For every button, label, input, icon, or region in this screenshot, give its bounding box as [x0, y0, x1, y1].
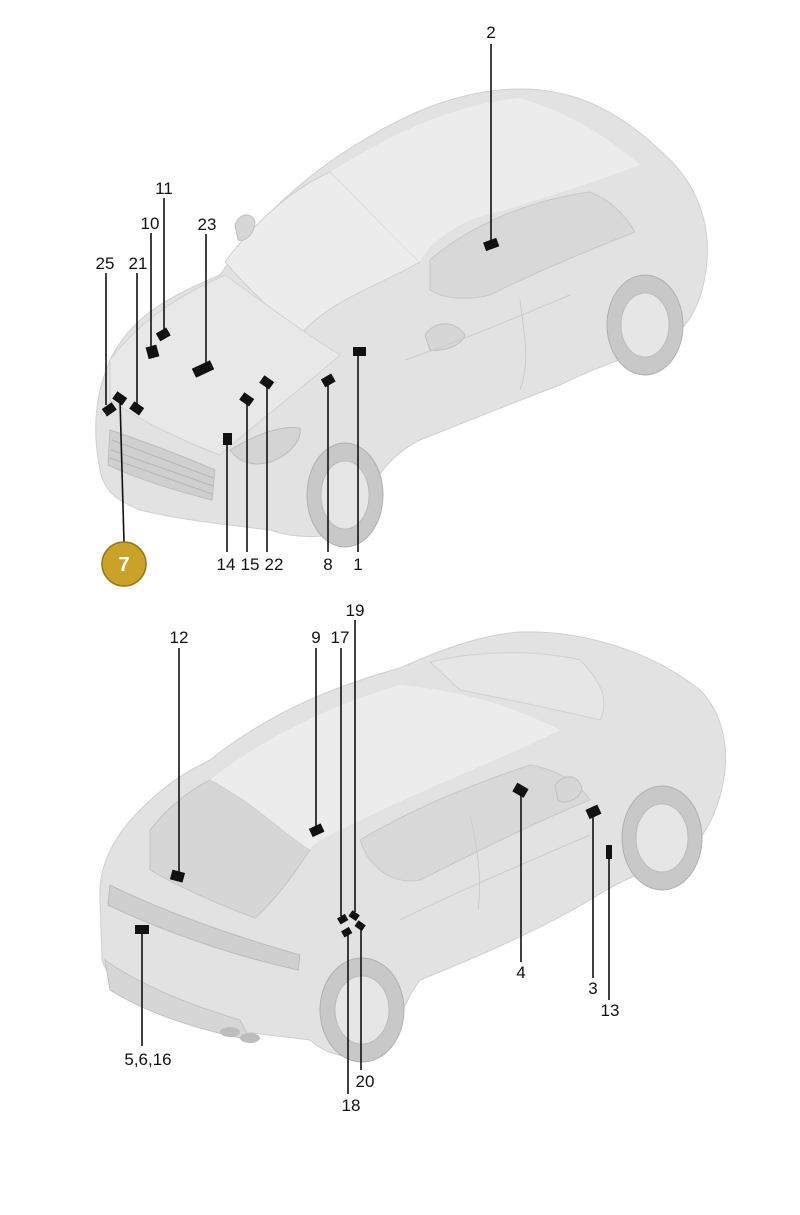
- marker-7: [112, 391, 128, 406]
- label-1: 1: [353, 555, 362, 574]
- label-15: 15: [241, 555, 260, 574]
- label-4: 4: [516, 963, 525, 982]
- label-25: 25: [96, 254, 115, 273]
- highlight-circle: [101, 541, 147, 587]
- marker-5-6-16: [135, 925, 149, 934]
- rear-taillight: [107, 884, 301, 971]
- rear-exhaust-left: [220, 1027, 240, 1037]
- marker-9: [308, 823, 325, 838]
- label-3: 3: [588, 979, 597, 998]
- marker-1: [353, 347, 366, 356]
- label-11: 11: [155, 179, 173, 198]
- label-8: 8: [323, 555, 332, 574]
- rear-side-window: [359, 764, 591, 882]
- label-21: 21: [129, 254, 148, 273]
- highlight-label: 7: [118, 554, 129, 576]
- front-roof: [330, 98, 640, 262]
- marker-2: [483, 237, 500, 252]
- marker-22: [259, 375, 275, 390]
- marker-21: [129, 401, 145, 416]
- front-markers: [101, 237, 500, 445]
- rear-mirror: [554, 776, 583, 803]
- marker-10: [145, 344, 160, 360]
- label-18: 18: [342, 1096, 361, 1115]
- marker-11: [155, 327, 171, 342]
- label-19: 19: [346, 601, 365, 620]
- front-wheel-rear-rim: [620, 292, 670, 358]
- front-left-mirror: [234, 214, 256, 241]
- front-labels: 2 11 10 23 25 21 14 15 22 8 1: [96, 23, 496, 574]
- marker-17: [337, 913, 349, 925]
- marker-19: [348, 910, 360, 922]
- rear-leader-lines: [141, 620, 610, 1094]
- rear-roof: [210, 685, 560, 850]
- front-leader-lines: [105, 44, 492, 552]
- marker-12: [169, 869, 186, 883]
- leader-7: [119, 399, 125, 543]
- marker-18: [341, 926, 353, 938]
- rear-markers: [135, 782, 612, 938]
- marker-20: [354, 920, 366, 932]
- front-car-illustration: [95, 88, 708, 548]
- marker-14: [223, 433, 232, 445]
- label-22: 22: [265, 555, 284, 574]
- front-hood: [109, 274, 341, 456]
- label-13: 13: [601, 1001, 620, 1020]
- label-2: 2: [486, 23, 495, 42]
- marker-25: [101, 402, 117, 417]
- front-door-line: [404, 294, 571, 391]
- label-5-6-16: 5,6,16: [124, 1050, 171, 1069]
- rear-labels: 12 9 17 19 4 3 13 5,6,16 20 18: [124, 601, 619, 1115]
- highlight-callout-7[interactable]: 7: [101, 541, 147, 587]
- label-10: 10: [141, 214, 160, 233]
- front-grille: [107, 429, 216, 501]
- label-12: 12: [170, 628, 189, 647]
- grille-slats: [109, 439, 214, 495]
- marker-13: [606, 845, 612, 859]
- front-side-window: [429, 191, 636, 299]
- label-23: 23: [198, 215, 217, 234]
- rear-front-windshield: [428, 652, 605, 721]
- front-mirror: [424, 323, 466, 351]
- front-wheel-front-rim: [320, 460, 370, 530]
- marker-15: [239, 392, 255, 407]
- marker-8: [320, 373, 336, 388]
- rear-wheel-rear-rim: [334, 975, 390, 1045]
- marker-3: [585, 804, 602, 820]
- marker-4: [512, 782, 529, 798]
- label-17: 17: [331, 628, 350, 647]
- label-9: 9: [311, 628, 320, 647]
- marker-23: [191, 360, 215, 378]
- rear-door-line: [399, 814, 591, 921]
- rear-car-illustration: [99, 631, 727, 1063]
- rear-window: [149, 779, 311, 919]
- rear-wheel-front-rim: [635, 803, 689, 873]
- label-20: 20: [356, 1072, 375, 1091]
- label-14: 14: [217, 555, 236, 574]
- rear-exhaust-right: [240, 1033, 260, 1043]
